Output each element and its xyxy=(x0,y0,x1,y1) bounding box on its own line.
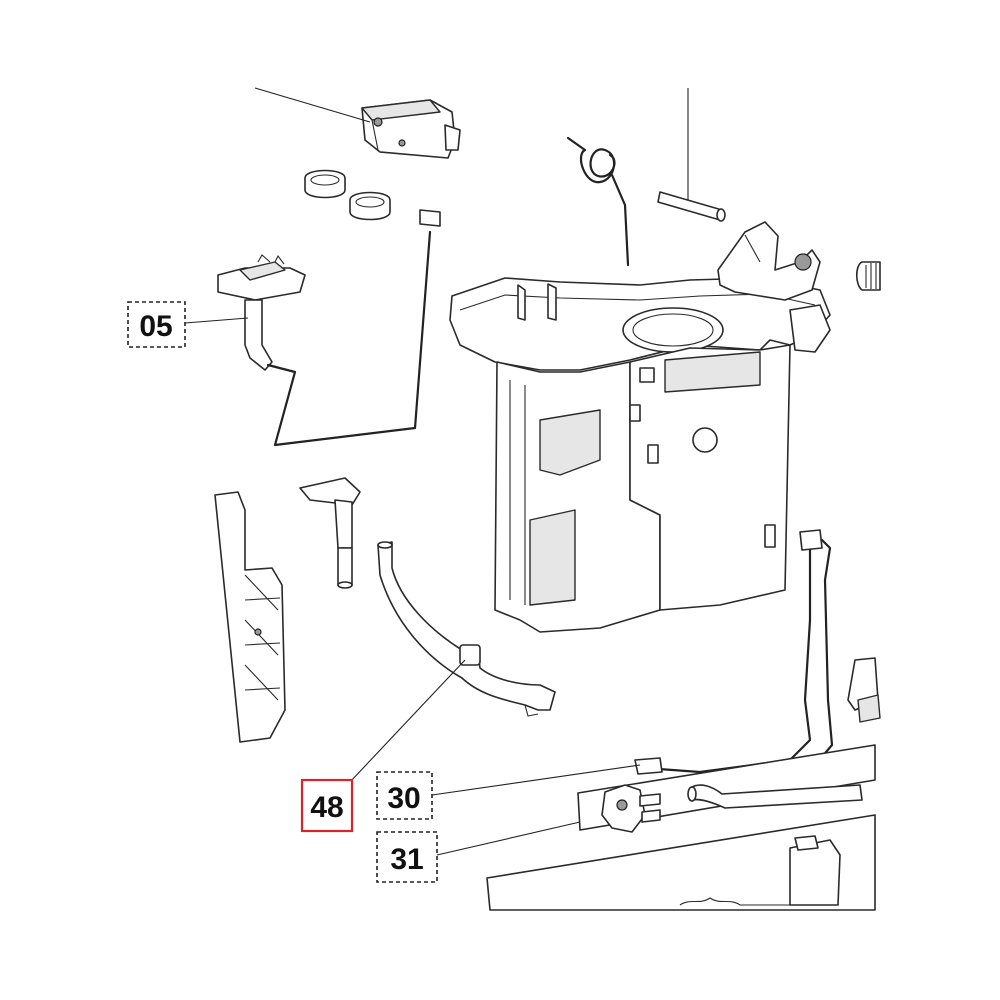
left-panel-part xyxy=(214,491,286,743)
callout-label: 30 xyxy=(387,782,420,815)
callout-30[interactable]: 30 xyxy=(376,771,433,820)
ring-clips xyxy=(304,169,391,221)
callout-label: 31 xyxy=(390,843,423,876)
spring xyxy=(566,136,630,267)
callout-label: 05 xyxy=(139,310,172,343)
callout-48[interactable]: 48 xyxy=(300,778,354,833)
callout-label: 48 xyxy=(310,791,343,824)
lower-tray xyxy=(486,744,876,911)
pin xyxy=(657,191,726,222)
main-housing xyxy=(449,221,831,633)
gear-partial xyxy=(855,261,881,291)
lever-part xyxy=(299,477,361,589)
callout-05[interactable]: 05 xyxy=(127,301,186,348)
sensor-assembly-05 xyxy=(217,209,441,447)
leader-lines xyxy=(184,87,689,856)
callout-31[interactable]: 31 xyxy=(376,831,438,883)
right-edge-part xyxy=(847,657,881,723)
top-cover-unit xyxy=(361,99,461,159)
